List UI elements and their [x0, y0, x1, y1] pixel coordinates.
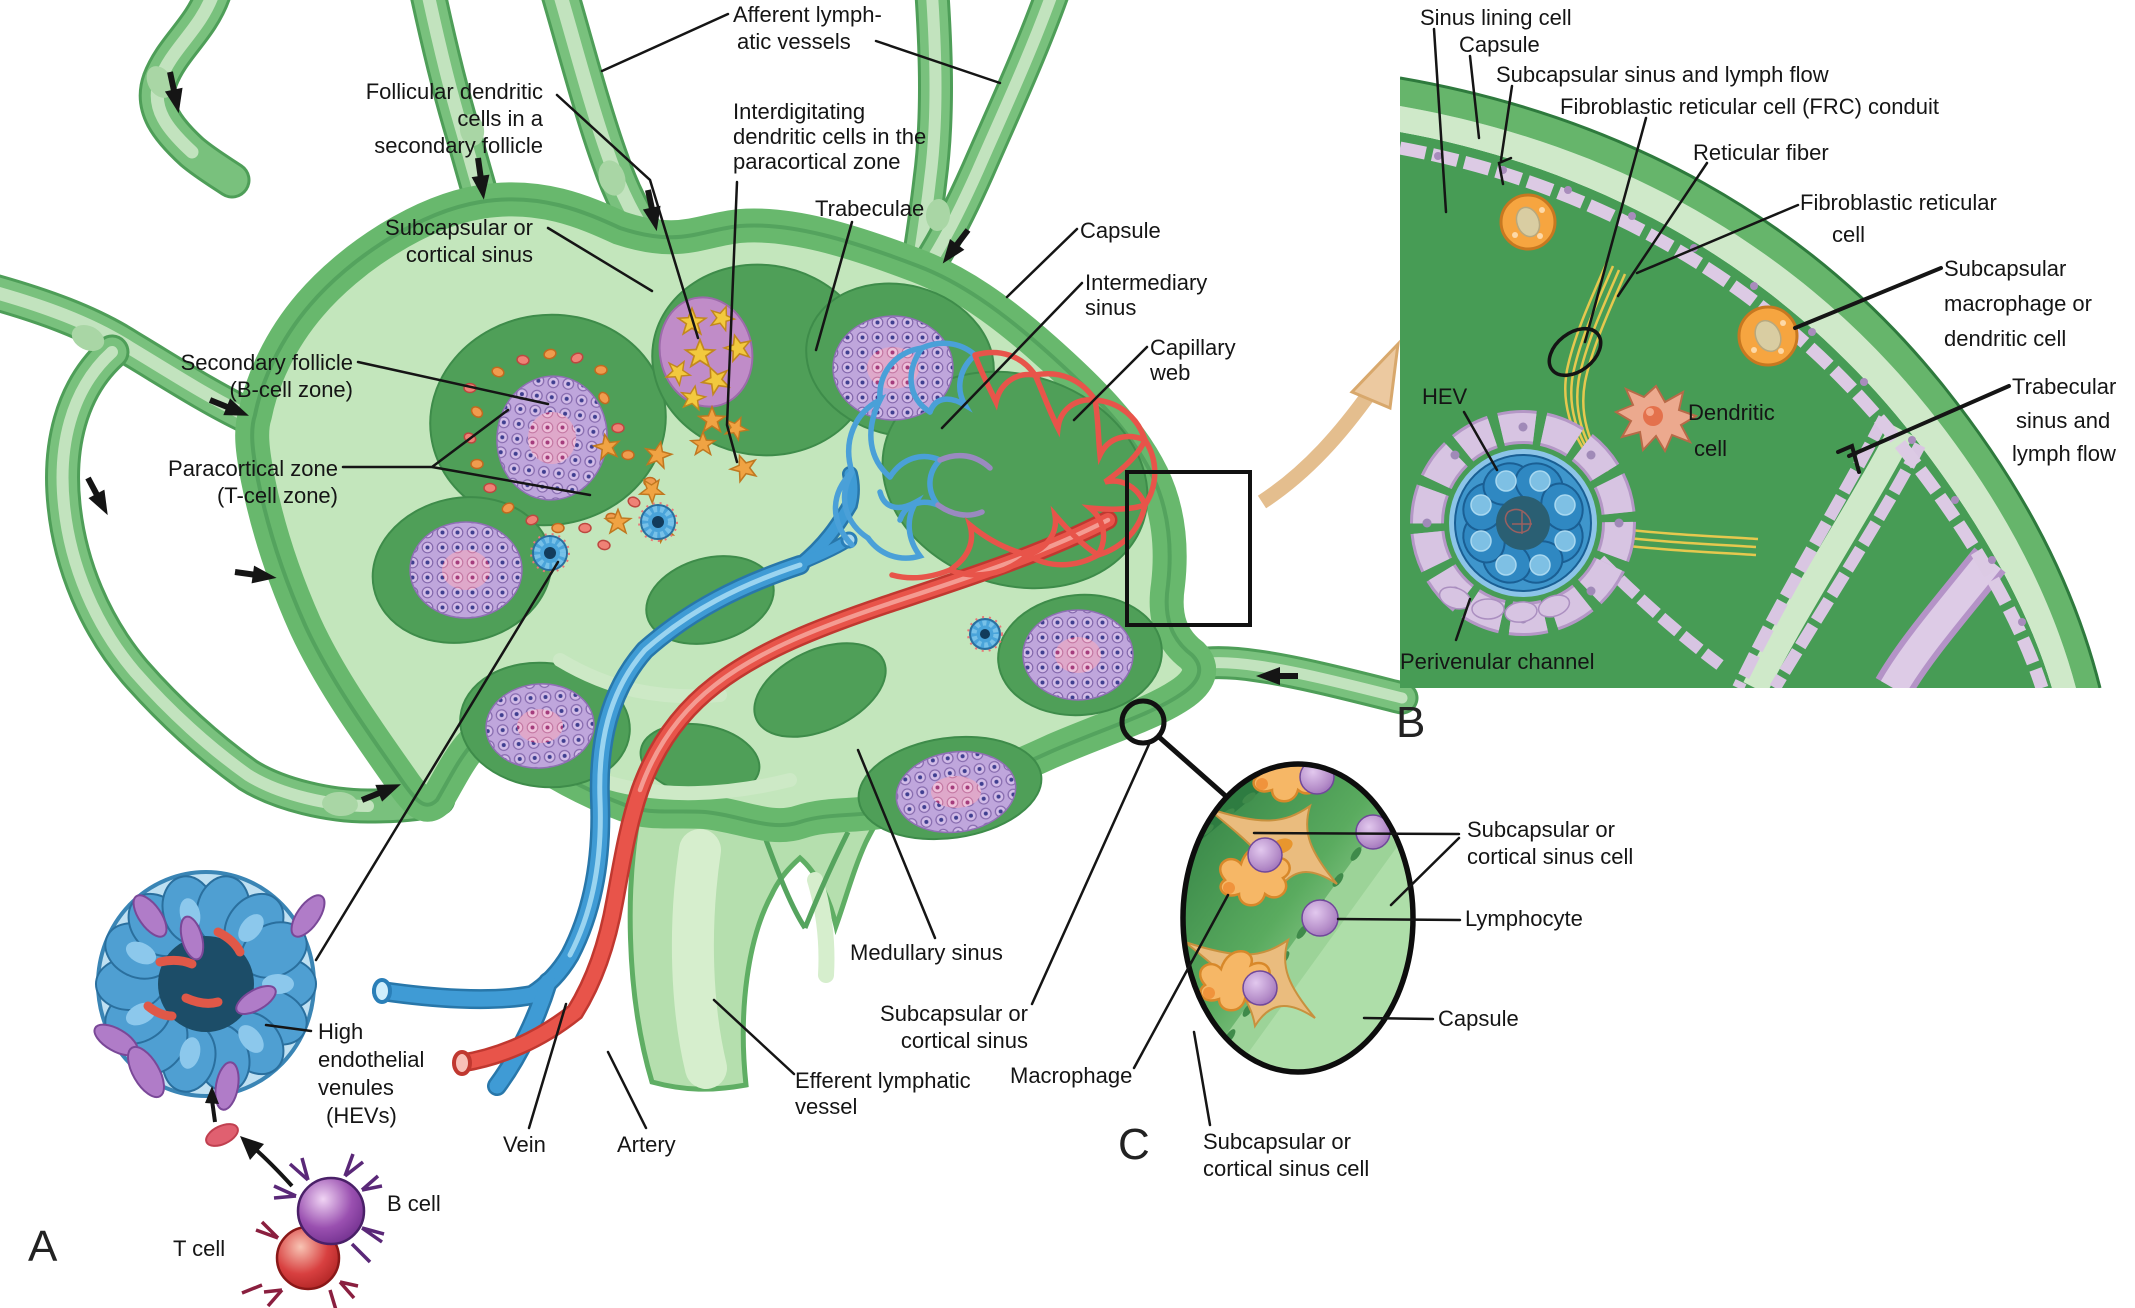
label-vein: Vein	[503, 1132, 546, 1157]
panel-b-artwork	[1400, 76, 2102, 688]
label-sinus-lining-cell: Sinus lining cell	[1420, 5, 1572, 30]
label-capsule-c: Capsule	[1438, 1006, 1519, 1031]
panel-c-lymphocytes	[1242, 764, 1391, 1006]
label-subcapsular-top-line1: Subcapsular or	[385, 215, 533, 240]
label-b-cell: B cell	[387, 1191, 441, 1216]
capillary-web	[832, 340, 1158, 581]
label-trabeculae: Trabeculae	[815, 196, 925, 221]
label-efferent-line1: Efferent lymphatic	[795, 1068, 971, 1093]
follicle	[485, 683, 595, 769]
label-subcapsular-top-line2: cortical sinus	[405, 242, 533, 267]
label-macrophage: Macrophage	[1010, 1063, 1133, 1088]
label-sinus-cell-line2: cortical sinus cell	[1467, 844, 1634, 869]
efferent-lymphatic-vessel	[627, 796, 896, 1092]
panel-b-hev	[1410, 410, 1636, 636]
label-hev-line4: (HEVs)	[326, 1103, 397, 1128]
migrating-cell	[205, 1123, 239, 1147]
label-trabecular-flow-line3: lymph flow	[2012, 441, 2116, 466]
label-subcapsular-flow: Subcapsular sinus and lymph flow	[1496, 62, 1829, 87]
label-hev-line1: High	[318, 1019, 364, 1044]
label-frc-line2: cell	[1832, 222, 1866, 247]
afferent-lymphatic-vessels	[0, 0, 1419, 824]
vessel-valve-bulges	[71, 66, 951, 817]
label-paracortical-line1: Paracortical zone	[168, 456, 338, 481]
label-interdigitating-line2: dendritic cells in the	[733, 124, 927, 149]
label-subcap-macrophage-line2: macrophage or	[1944, 291, 2092, 316]
label-efferent-line2: vessel	[795, 1094, 858, 1119]
label-capsule-b: Capsule	[1459, 32, 1540, 57]
label-reticular-fiber: Reticular fiber	[1693, 140, 1829, 165]
label-subcapsular-bottom-line2: cortical sinus	[900, 1028, 1028, 1053]
follicle	[496, 375, 608, 501]
follicle	[895, 750, 1017, 834]
label-capillary-web-line1: Capillary	[1150, 335, 1236, 360]
label-lymphocyte: Lymphocyte	[1465, 906, 1583, 931]
label-capsule-main: Capsule	[1080, 218, 1161, 243]
label-artery: Artery	[617, 1132, 676, 1157]
magnifier-stem	[1157, 735, 1239, 808]
b-cell	[296, 1176, 366, 1246]
cortical-lobes	[371, 263, 1163, 841]
label-follicular-dendritic-line1: Follicular dendritic	[365, 79, 543, 104]
panel-c-artwork	[1180, 761, 1416, 1075]
label-medullary-sinus: Medullary sinus	[850, 940, 1003, 965]
migration-arrows	[205, 1086, 294, 1188]
magnifier-circle-to-panel-c	[1119, 698, 1167, 746]
receptor-spikes	[273, 1153, 385, 1264]
label-subcap-macrophage-line1: Subcapsular	[1944, 256, 2067, 281]
label-paracortical-line2: (T-cell zone)	[216, 483, 338, 508]
paracortical-t-cells	[463, 348, 657, 551]
label-interdigitating-line3: paracortical zone	[733, 149, 901, 174]
follicle	[1022, 609, 1134, 701]
panel-letter-c: C	[1118, 1120, 1150, 1169]
tan-arrow-to-panel-b	[1257, 339, 1401, 509]
label-intermediary-line2: sinus	[1085, 295, 1137, 320]
leader-lines	[264, 12, 2011, 1130]
label-dendritic-line1: Dendritic	[1688, 400, 1775, 425]
label-frc-conduit: Fibroblastic reticular cell (FRC) condui…	[1560, 94, 1939, 119]
label-secondary-follicle-line1: Secondary follicle	[180, 350, 353, 375]
label-follicular-dendritic-line3: secondary follicle	[374, 133, 543, 158]
label-hev-line3: venules	[318, 1075, 394, 1100]
label-interdigitating-line1: Interdigitating	[733, 99, 866, 124]
detail-box-to-panel-b	[1125, 470, 1252, 627]
label-subcapsular-bottom-line1: Subcapsular or	[880, 1001, 1028, 1026]
label-frc-line1: Fibroblastic reticular	[1800, 190, 1997, 215]
lymph-node	[235, 182, 1216, 843]
blood-vessels	[372, 340, 1158, 1096]
label-afferent-line2: atic vessels	[737, 29, 851, 54]
frc-conduit-marker	[1547, 326, 1603, 378]
label-trabecular-flow-line2: sinus and	[2016, 408, 2111, 433]
label-trabecular-flow-line1: Trabecular	[2012, 374, 2117, 399]
migrating-lymphocytes	[93, 894, 326, 1111]
label-hev-line2: endothelial	[318, 1047, 425, 1072]
label-subcap-macrophage-line3: dendritic cell	[1944, 326, 2067, 351]
follicle	[409, 521, 523, 619]
label-afferent-line1: Afferent lymph-	[733, 2, 882, 27]
label-capillary-web-line2: web	[1150, 360, 1191, 385]
panel-letter-a: A	[28, 1222, 58, 1271]
label-follicular-dendritic-line2: cells in a	[457, 106, 543, 131]
red-blood-rods	[143, 927, 245, 1021]
receptor-spikes	[241, 1220, 359, 1308]
flow-arrow-icon	[80, 474, 116, 520]
panel-letter-b: B	[1396, 698, 1426, 747]
panel-c-ring	[1180, 761, 1416, 1075]
label-secondary-follicle-line2: (B-cell zone)	[229, 377, 353, 402]
artery-vessel	[452, 510, 1118, 1076]
label-t-cell: T cell	[173, 1236, 226, 1261]
label-sinus-cell2-line1: Subcapsular or	[1203, 1129, 1351, 1154]
label-dendritic-line2: cell	[1694, 436, 1728, 461]
panel-b-dendritic-cell	[1613, 384, 1699, 454]
b-t-cell-pair	[205, 1086, 385, 1308]
label-perivenular-channel: Perivenular channel	[1400, 649, 1595, 674]
subcapsular-macrophages	[1499, 193, 1799, 367]
label-hev-b: HEV	[1422, 384, 1468, 409]
label-sinus-cell2-line2: cortical sinus cell	[1203, 1156, 1370, 1181]
hev-inset	[93, 870, 326, 1111]
label-sinus-cell-line1: Subcapsular or	[1467, 817, 1615, 842]
secondary-follicles	[409, 296, 1134, 834]
label-intermediary-line1: Intermediary	[1085, 270, 1208, 295]
